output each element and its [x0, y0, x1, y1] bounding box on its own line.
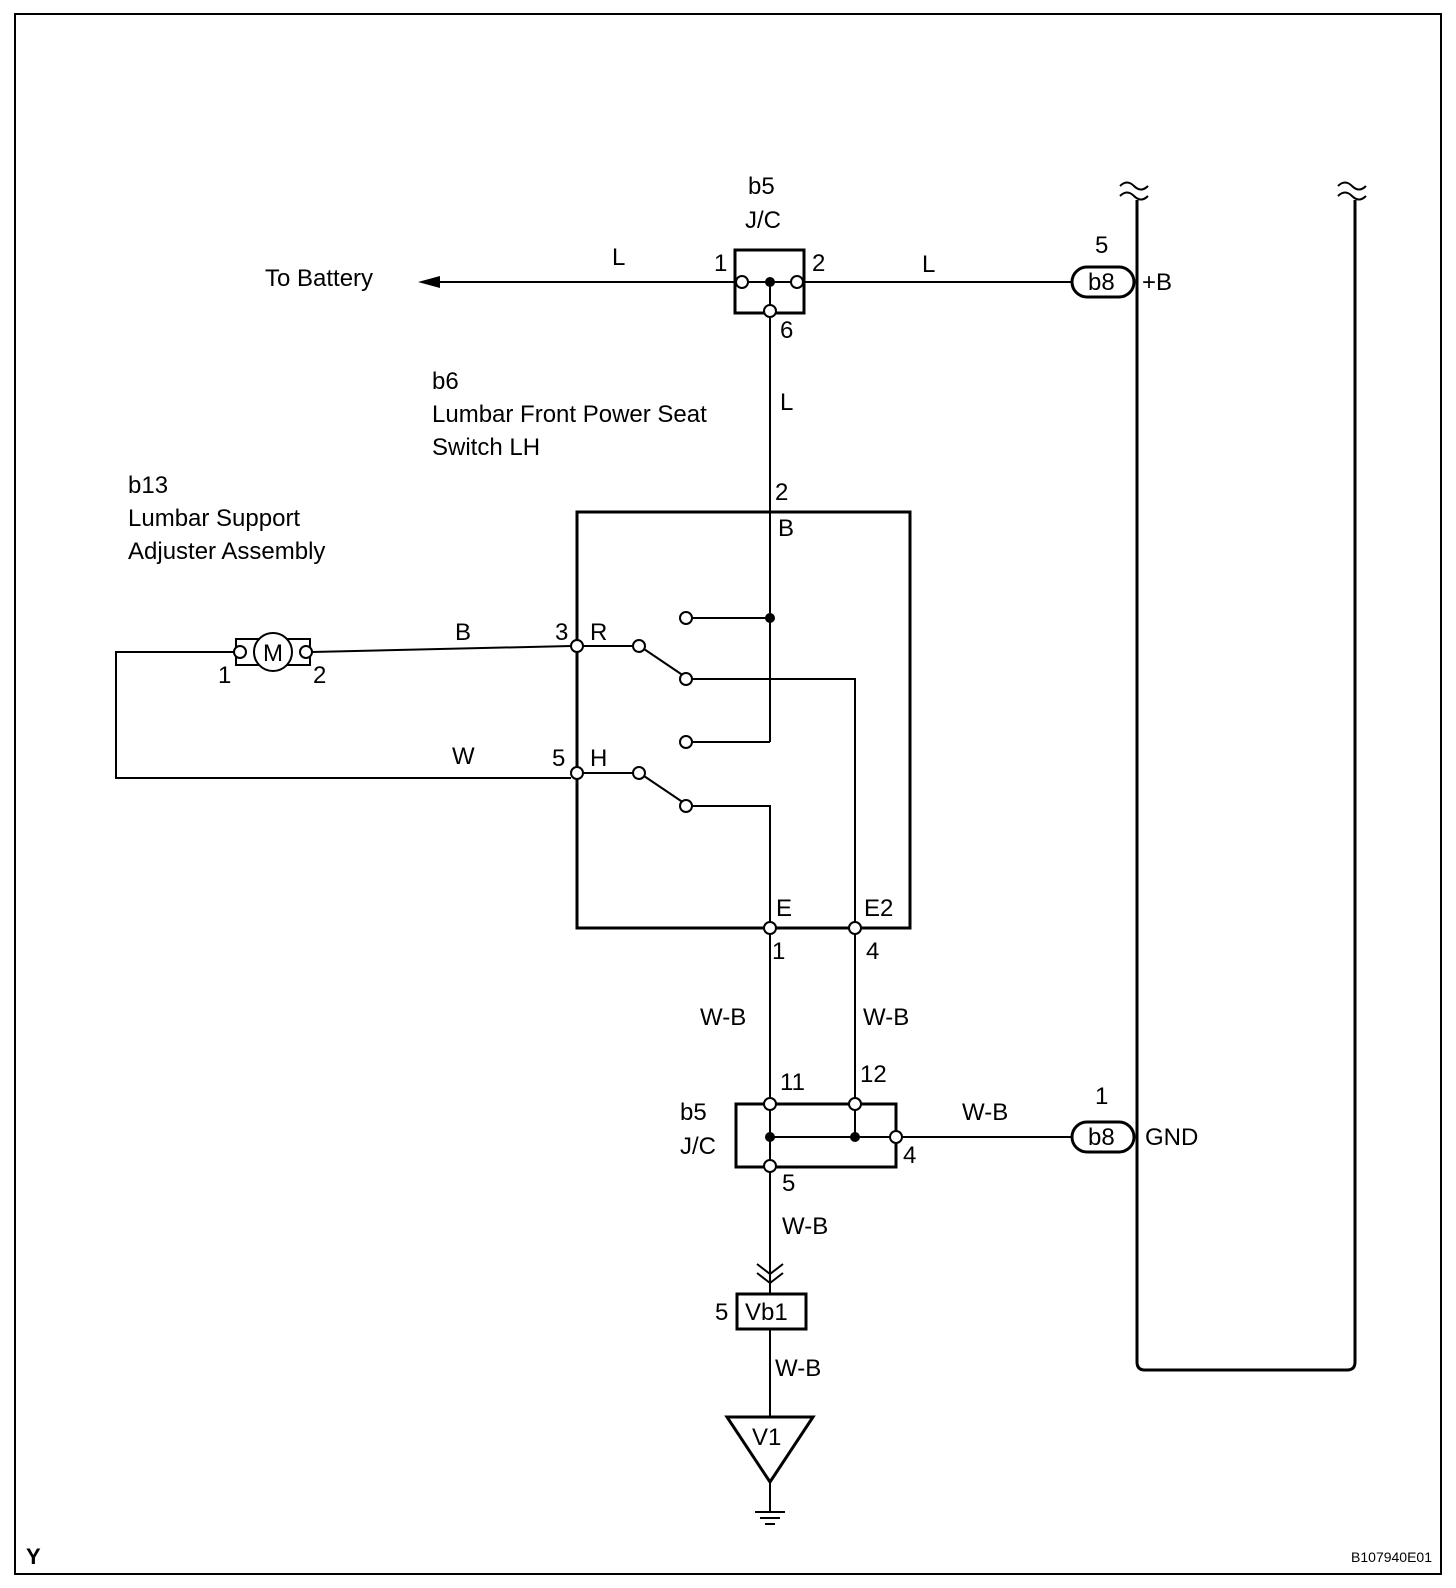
- motor-name-1: Lumbar Support: [128, 505, 300, 532]
- switch-name-1: Lumbar Front Power Seat: [432, 401, 707, 428]
- battery-arrow: [418, 276, 440, 288]
- jc-top-node: [765, 277, 775, 287]
- ground-point-v1-id: V1: [752, 1424, 781, 1451]
- connector-b8-bottom-pin: 1: [1095, 1083, 1108, 1110]
- switch-pin-e2: [848, 921, 862, 935]
- switch-name-2: Switch LH: [432, 434, 540, 461]
- jc-bottom-pin-5-label: 5: [782, 1170, 795, 1197]
- jc-bottom-pin-11: [763, 1097, 777, 1111]
- switch-pin-e-num: 1: [772, 938, 785, 965]
- switch-id: b6: [432, 368, 459, 395]
- switch-h-pivot: [632, 766, 646, 780]
- wire-jc-to-vb1-color: W-B: [782, 1213, 828, 1240]
- jc-top-pin-6: [763, 304, 777, 318]
- jc-bottom-node-12: [850, 1132, 860, 1142]
- wire-jc-to-gnd-color: W-B: [962, 1099, 1008, 1126]
- wire-motor-r-color: B: [455, 619, 471, 646]
- switch-pin-r: [570, 639, 584, 653]
- wire-e2-down-color: W-B: [863, 1004, 909, 1031]
- connector-b8-bottom: [1070, 1120, 1136, 1154]
- diagram-code: B107940E01: [1351, 1549, 1432, 1565]
- connector-vb1-pin: 5: [715, 1299, 728, 1326]
- switch-term-r: R: [590, 619, 607, 646]
- wire-motor-h-color: W: [452, 743, 475, 770]
- switch-h-blade: [643, 775, 685, 804]
- switch-pin-r-num: 3: [555, 619, 568, 646]
- wire-vb1-to-v1-color: W-B: [775, 1355, 821, 1382]
- battery-label: To Battery: [265, 265, 373, 292]
- jc-bottom-pin-12: [848, 1097, 862, 1111]
- jc-bottom-box: [734, 1102, 898, 1169]
- jc-top-pin-6-label: 6: [780, 317, 793, 344]
- jc-top-pin-2-label: 2: [812, 250, 825, 277]
- motor-pin-2: [299, 645, 313, 659]
- connector-b8-top-signal: +B: [1142, 269, 1172, 296]
- ground-icon: [755, 1511, 785, 1525]
- jc-top-name: J/C: [745, 207, 781, 234]
- connector-vb1-id: Vb1: [745, 1299, 788, 1326]
- break-mark-right: [1337, 181, 1367, 201]
- motor-id: b13: [128, 472, 168, 499]
- jc-bottom-name: J/C: [680, 1133, 716, 1160]
- vb1-connector-mark: [756, 1263, 784, 1285]
- wire-motor-r: [311, 645, 572, 653]
- jc-bottom-pin-12-label: 12: [860, 1061, 887, 1088]
- switch-pin-top: 2: [775, 479, 788, 506]
- switch-term-e: E: [776, 895, 792, 922]
- switch-r-to-e2: [692, 678, 856, 922]
- corner-mark: Y: [26, 1544, 41, 1569]
- jc-bottom-pin-11-label: 11: [780, 1069, 805, 1096]
- jc-bottom-node-11: [765, 1132, 775, 1142]
- motor-symbol-label: M: [263, 640, 283, 667]
- switch-body: [575, 510, 912, 930]
- jc-top-pin-2: [790, 275, 804, 289]
- connector-b8-top-id: b8: [1088, 269, 1115, 296]
- switch-term-h: H: [590, 745, 607, 772]
- switch-term-b: B: [778, 515, 794, 542]
- switch-r-contact-bottom: [679, 672, 693, 686]
- wire-motor-h: [115, 651, 571, 779]
- switch-r-pivot: [632, 639, 646, 653]
- jc-top-pin-1-label: 1: [714, 250, 727, 277]
- jc-bottom-id: b5: [680, 1099, 707, 1126]
- switch-b-node: [765, 613, 775, 623]
- wire-battery-color: L: [612, 244, 625, 271]
- connector-b8-top: [1070, 265, 1136, 299]
- jc-top-pin-1: [735, 275, 749, 289]
- wire-jc-to-b8-color: L: [922, 251, 935, 278]
- switch-pin-h: [570, 766, 584, 780]
- switch-pin-e2-num: 4: [866, 938, 879, 965]
- switch-pin-h-num: 5: [552, 745, 565, 772]
- switch-h-to-e: [692, 805, 771, 922]
- wire-e-down-color: W-B: [700, 1004, 746, 1031]
- jc-bottom-pin-5: [763, 1159, 777, 1173]
- motor-pin-1-label: 1: [218, 662, 231, 689]
- motor-name-2: Adjuster Assembly: [128, 538, 325, 565]
- motor-pin-2-label: 2: [313, 662, 326, 689]
- connector-b8-top-pin: 5: [1095, 232, 1108, 259]
- switch-r-blade: [643, 648, 685, 677]
- diagram-frame: [14, 13, 1442, 1575]
- jc-top-id: b5: [748, 173, 775, 200]
- switch-h-contact-bottom: [679, 799, 693, 813]
- jc-bottom-pin-4: [889, 1130, 903, 1144]
- switch-lower-contact-top: [679, 735, 693, 749]
- connector-vb1: [735, 1292, 808, 1331]
- ground-point-v1: [724, 1415, 816, 1485]
- switch-pin-e: [763, 921, 777, 935]
- switch-term-e2: E2: [864, 895, 893, 922]
- motor-pin-1: [233, 645, 247, 659]
- switch-upper-contact-top: [679, 611, 693, 625]
- connector-b8-bottom-id: b8: [1088, 1124, 1115, 1151]
- connector-b8-bottom-signal: GND: [1145, 1124, 1198, 1151]
- break-mark-left: [1119, 181, 1149, 201]
- wire-jc-to-switch-color: L: [780, 389, 793, 416]
- jc-bottom-pin-4-label: 4: [903, 1142, 916, 1169]
- connector-b8-outline: [1135, 200, 1357, 1372]
- motor-symbol: [253, 632, 293, 672]
